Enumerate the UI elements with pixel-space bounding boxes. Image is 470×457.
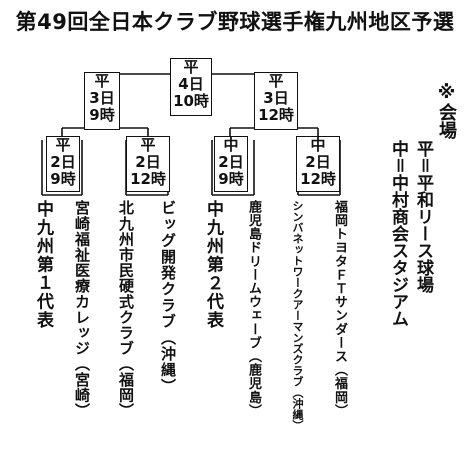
page-title: 第49回全日本クラブ野球選手権九州地区予選 [15, 10, 455, 34]
semifinal-box-left: 平 3日 9時 [84, 72, 120, 130]
first-round-box-2: 平 2日 12時 [126, 136, 170, 192]
team-name: 宮崎福祉医療カレッジ（宮崎） [73, 200, 91, 419]
team-name: シンバネットワークアーマンズクラブ（沖縄） [291, 200, 304, 431]
final-day: 4日 [178, 75, 204, 93]
first-round-venue: 中 [310, 136, 326, 154]
first-round-box-1: 平 2日 9時 [46, 136, 80, 192]
legend-item: 平＝平和リース球場 [413, 140, 433, 293]
legend-item: 中＝中村商会スタジアム [388, 140, 408, 327]
first-round-venue: 中 [223, 136, 239, 154]
team-name: ビッグ開発クラブ（沖縄） [159, 200, 177, 395]
final-venue: 平 [183, 58, 199, 76]
semifinal-day: 3日 [263, 89, 289, 107]
first-round-time: 12時 [130, 170, 166, 188]
team-name: 北九州市民硬式クラブ（福岡） [117, 200, 135, 419]
final-match-box: 平 4日 10時 [170, 58, 212, 116]
first-round-venue: 平 [140, 136, 156, 154]
team-name: 中九州第２代表 [203, 200, 223, 330]
team-name: 鹿児島ドリームウェーブ（鹿児島） [246, 200, 261, 418]
first-round-time: 9時 [218, 170, 244, 188]
semifinal-day: 3日 [89, 89, 115, 107]
first-round-box-4: 中 2日 12時 [296, 136, 340, 192]
first-round-day: 2日 [135, 153, 161, 171]
semifinal-box-right: 平 3日 12時 [254, 72, 298, 130]
team-name: 福岡トヨタＦＴサンダース（福岡） [332, 200, 347, 418]
legend-heading: ※会場 [436, 82, 457, 139]
semifinal-venue: 平 [268, 72, 284, 90]
final-time: 10時 [173, 92, 209, 110]
semifinal-time: 12時 [258, 106, 294, 124]
semifinal-time: 9時 [89, 106, 115, 124]
first-round-day: 2日 [305, 153, 331, 171]
first-round-box-3: 中 2日 9時 [214, 136, 248, 192]
first-round-time: 9時 [50, 170, 76, 188]
first-round-day: 2日 [50, 153, 76, 171]
first-round-time: 12時 [300, 170, 336, 188]
first-round-day: 2日 [218, 153, 244, 171]
team-name: 中九州第１代表 [33, 200, 53, 330]
semifinal-venue: 平 [94, 72, 110, 90]
first-round-venue: 平 [55, 136, 71, 154]
